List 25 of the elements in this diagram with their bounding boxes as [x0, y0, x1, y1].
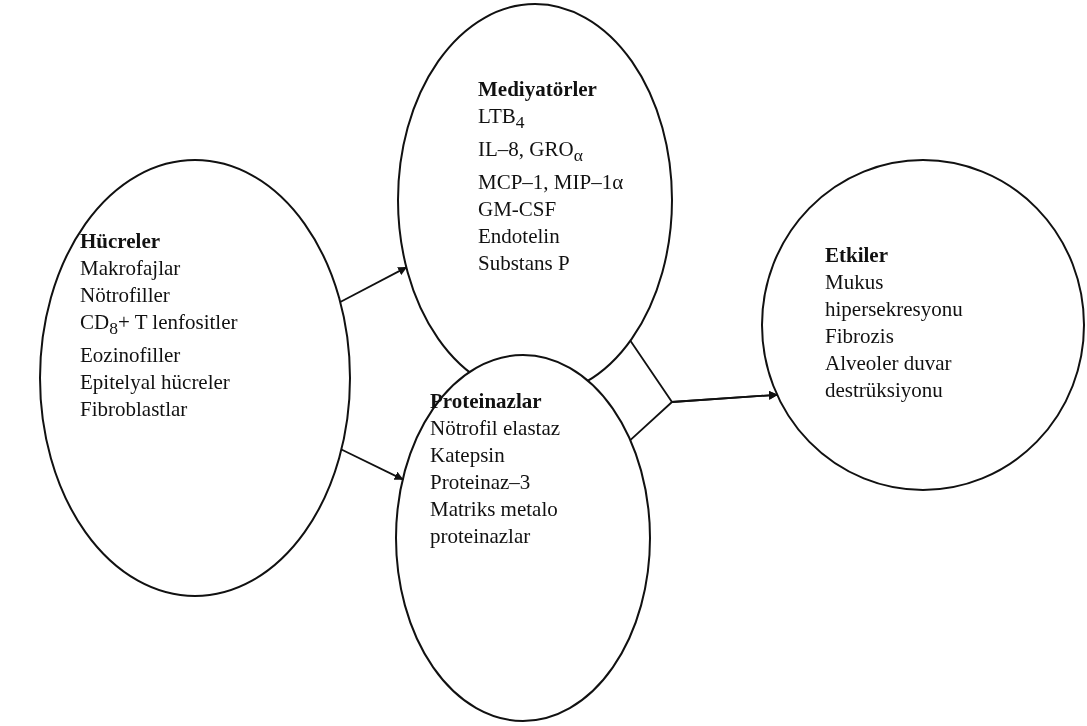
list-item: Eozinofiller [80, 342, 181, 370]
list-item: Nötrofil elastaz [430, 415, 561, 442]
heading: Mediyatörler [478, 76, 597, 103]
list-item: Proteinaz–3 [430, 469, 531, 496]
list-item: MCP–1, MIP–1α [478, 169, 624, 197]
list-item: GM-CSF [478, 196, 557, 224]
heading: Etkiler [825, 242, 888, 269]
arrow [339, 266, 408, 303]
list-item: Fibroblastlar [80, 396, 188, 424]
list-item: Substans P [478, 250, 570, 278]
list-item: Endotelin [478, 223, 560, 251]
list-item: LTB$_{4}$ [478, 103, 525, 135]
list-item: IL–8, GRO$_{α}$ [478, 136, 583, 168]
list-item: Fibrozis [825, 323, 894, 350]
heading: Hücreler [80, 228, 161, 255]
list-item: Nötrofiller [80, 282, 170, 309]
list-item: Matriks metalo proteinazlar [430, 496, 559, 550]
list-item: Mukus hipersekresyonu [825, 269, 964, 323]
arrow [340, 448, 404, 481]
list-item: CD$_{8}$+ T lenfositler [80, 309, 238, 341]
list-item: Katepsin [430, 442, 505, 469]
list-item: Alveoler duvar destrüksiyonu [825, 350, 953, 404]
arrow [629, 390, 778, 441]
list-item: Epitelyal hücreler [80, 369, 230, 397]
list-item: Makrofajlar [80, 255, 181, 282]
